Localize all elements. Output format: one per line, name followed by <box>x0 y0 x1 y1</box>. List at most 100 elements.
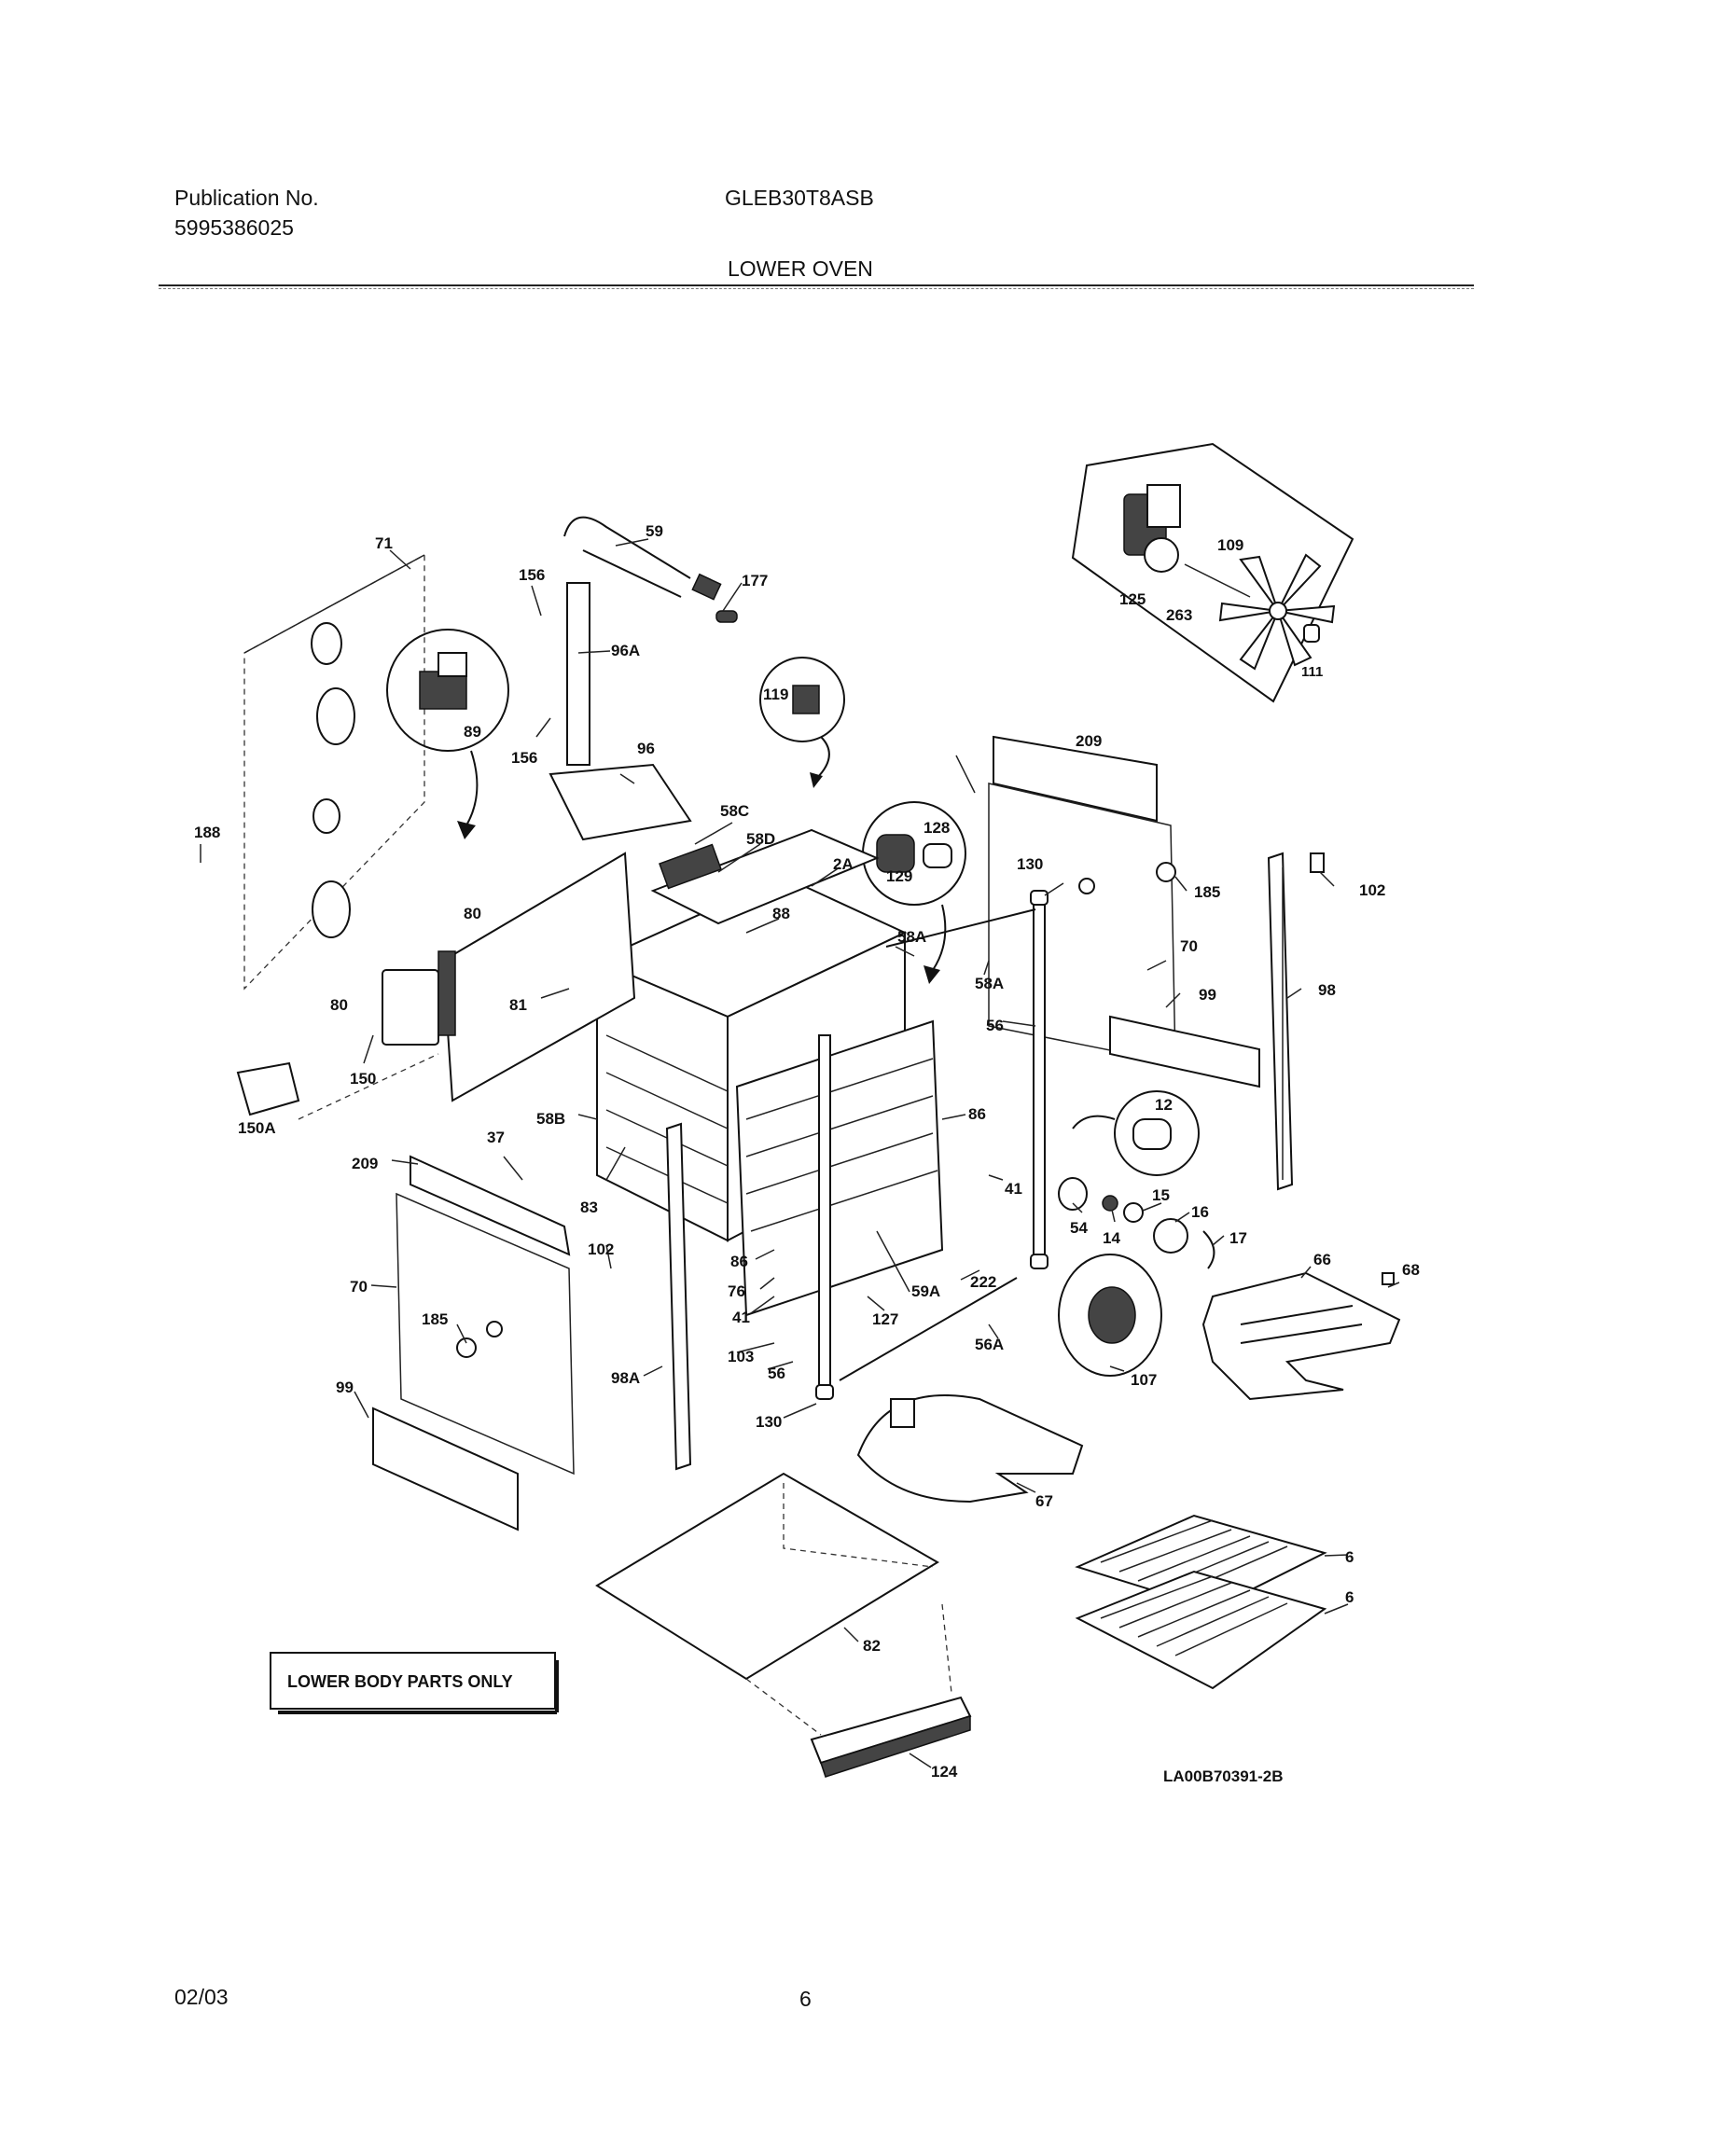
label-15: 15 <box>1152 1186 1170 1204</box>
label-125: 125 <box>1119 590 1146 608</box>
label-98a: 98A <box>611 1369 640 1387</box>
label-111: 111 <box>1301 664 1323 680</box>
note-box: LOWER BODY PARTS ONLY <box>270 1652 559 1714</box>
detail-circle-128 <box>862 801 966 984</box>
label-102a: 102 <box>1359 881 1385 899</box>
label-80b: 80 <box>330 996 348 1014</box>
left-back-panel <box>243 553 425 991</box>
label-98: 98 <box>1318 981 1336 999</box>
label-59a: 59A <box>911 1282 940 1300</box>
label-119: 119 <box>763 686 788 703</box>
label-86a: 86 <box>968 1105 986 1123</box>
label-103: 103 <box>728 1348 754 1365</box>
label-58a1: 58A <box>897 928 926 946</box>
label-107: 107 <box>1131 1371 1157 1389</box>
right-side-strips <box>1267 852 1325 1191</box>
label-56b: 56 <box>768 1365 785 1382</box>
label-58a2: 58A <box>975 975 1004 992</box>
footer-date: 02/03 <box>174 1985 229 2009</box>
label-59: 59 <box>646 522 663 540</box>
label-263: 263 <box>1166 606 1192 624</box>
label-12: 12 <box>1155 1096 1173 1114</box>
label-86b: 86 <box>730 1253 748 1270</box>
label-156b: 156 <box>511 749 537 767</box>
page-number: 6 <box>799 1987 812 2011</box>
support-rods <box>815 890 1049 1400</box>
label-150a: 150A <box>238 1119 276 1137</box>
label-209a: 209 <box>1076 732 1102 750</box>
label-188: 188 <box>194 824 220 841</box>
label-17: 17 <box>1229 1229 1247 1247</box>
left-side-wrapper <box>236 852 636 1120</box>
label-150: 150 <box>350 1070 376 1088</box>
label-209b: 209 <box>352 1155 378 1172</box>
publication-label: Publication No. <box>174 186 319 210</box>
label-124: 124 <box>931 1763 958 1781</box>
label-76: 76 <box>728 1282 745 1300</box>
label-67: 67 <box>1035 1492 1053 1510</box>
fan-blade-icon <box>1218 553 1336 671</box>
detail-circle-12 <box>1072 1090 1200 1176</box>
broil-element-67 <box>856 1394 1084 1504</box>
label-222: 222 <box>970 1273 996 1291</box>
bottom-pan-82 <box>595 1472 939 1681</box>
label-185b: 185 <box>422 1310 448 1328</box>
label-99a: 99 <box>1199 986 1216 1004</box>
label-109: 109 <box>1217 536 1243 554</box>
note-box-text: LOWER BODY PARTS ONLY <box>287 1672 513 1691</box>
label-70b: 70 <box>350 1278 368 1296</box>
label-80a: 80 <box>464 905 481 922</box>
left-lower-panels <box>372 1122 692 1531</box>
drawing-number: LA00B70391-2B <box>1163 1767 1284 1785</box>
label-96a: 96A <box>611 642 640 659</box>
label-99b: 99 <box>336 1379 354 1396</box>
label-82: 82 <box>863 1637 881 1655</box>
label-127: 127 <box>872 1310 898 1328</box>
oven-cavity <box>594 828 944 1317</box>
label-83: 83 <box>580 1199 598 1216</box>
label-16: 16 <box>1191 1203 1209 1221</box>
label-70a: 70 <box>1180 937 1198 955</box>
detail-circle-89 <box>386 629 509 839</box>
header-rule-dashed <box>159 288 1474 289</box>
label-2a: 2A <box>833 855 854 873</box>
label-58b: 58B <box>536 1110 565 1128</box>
label-6b: 6 <box>1345 1588 1354 1606</box>
header-rule <box>159 284 1474 286</box>
bake-element-upper <box>1201 1271 1401 1401</box>
label-128: 128 <box>924 819 950 837</box>
label-130b: 130 <box>756 1413 782 1431</box>
convection-motor-inset <box>1071 442 1354 703</box>
publication-number: 5995386025 <box>174 215 294 240</box>
section-title: LOWER OVEN <box>728 256 873 281</box>
label-102b: 102 <box>588 1240 614 1258</box>
label-156: 156 <box>519 566 545 584</box>
oven-rack-lower <box>1075 1570 1327 1690</box>
model-number: GLEB30T8ASB <box>725 186 874 210</box>
label-130a: 130 <box>1017 855 1043 873</box>
label-41a: 41 <box>1005 1180 1022 1198</box>
label-56a2: 56A <box>975 1336 1004 1353</box>
label-14: 14 <box>1103 1229 1120 1247</box>
label-56a: 56 <box>986 1017 1004 1034</box>
drawer-124 <box>745 1603 972 1778</box>
label-68: 68 <box>1402 1261 1420 1279</box>
label-58c: 58C <box>720 802 749 820</box>
right-back-panel <box>988 735 1260 1088</box>
vent-tube <box>549 516 738 841</box>
label-66: 66 <box>1313 1251 1331 1268</box>
label-58d: 58D <box>746 830 775 848</box>
detail-circle-119 <box>759 657 845 788</box>
fan-cover-107 <box>1058 1177 1215 1377</box>
label-185a: 185 <box>1194 883 1220 901</box>
label-96: 96 <box>637 740 655 757</box>
label-54: 54 <box>1070 1219 1088 1237</box>
label-37: 37 <box>487 1129 505 1146</box>
label-6a: 6 <box>1345 1548 1354 1566</box>
label-129: 129 <box>886 867 912 885</box>
label-71: 71 <box>375 534 393 552</box>
label-41b: 41 <box>732 1309 750 1326</box>
leader-lines <box>200 538 1400 1768</box>
label-89: 89 <box>464 723 481 741</box>
